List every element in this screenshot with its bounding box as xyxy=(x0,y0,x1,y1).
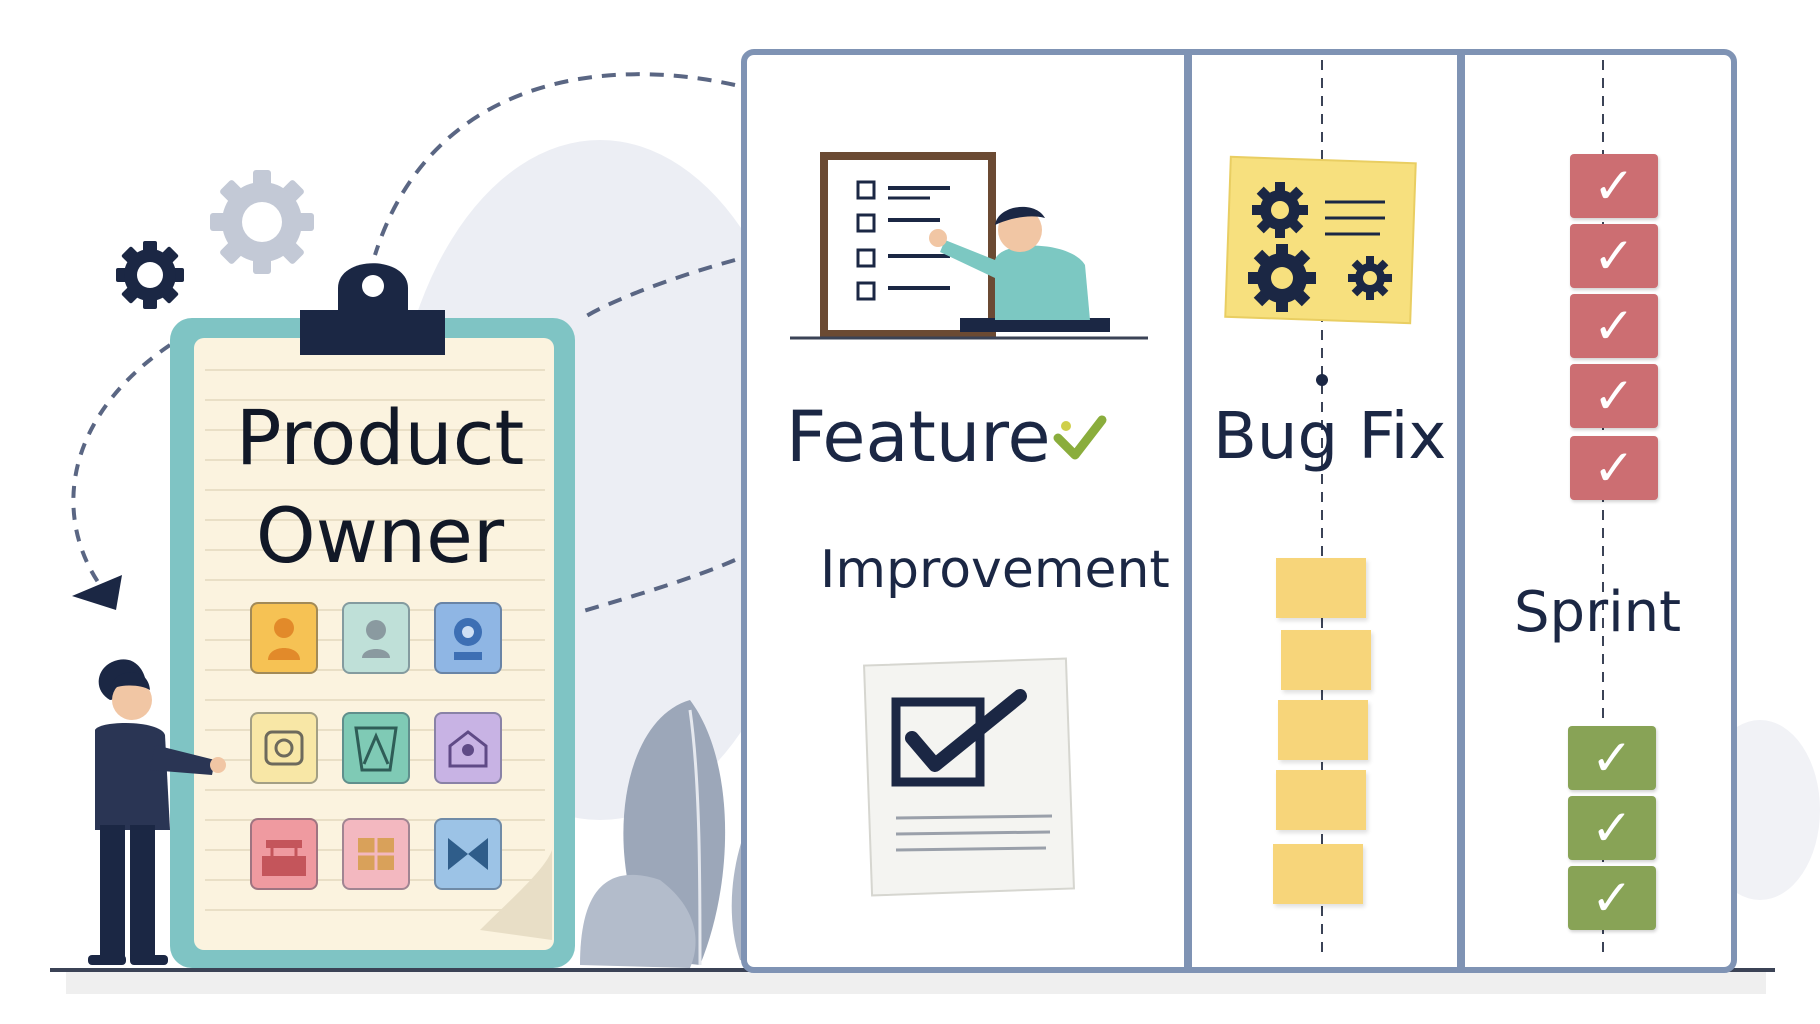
sprint-check-green: ✓ xyxy=(1568,866,1656,930)
sprint-check-red: ✓ xyxy=(1570,294,1658,358)
grid-icon xyxy=(342,818,410,890)
dashed-arrow-lower xyxy=(579,558,736,614)
feature-whiteboard-illustration xyxy=(790,152,1148,340)
improvement-document-icon xyxy=(863,657,1075,897)
sprint-label: Sprint xyxy=(1514,580,1682,645)
toolbox-icon xyxy=(250,818,318,890)
user-icon xyxy=(250,602,318,674)
team-icon xyxy=(434,712,502,784)
sticky-note xyxy=(1276,558,1366,618)
product-owner-person xyxy=(88,659,226,965)
sprint-check-green: ✓ xyxy=(1568,796,1656,860)
arrowhead-left-icon xyxy=(72,575,122,610)
improvement-label: Improvement xyxy=(820,540,1170,600)
page-curl xyxy=(480,850,552,940)
dashed-arrow-left xyxy=(71,343,172,587)
sticky-note xyxy=(1281,630,1371,690)
profile-icon xyxy=(342,602,410,674)
sprint-check-green: ✓ xyxy=(1568,726,1656,790)
sprint-check-red: ✓ xyxy=(1570,436,1658,500)
dashed-arrow-middle xyxy=(578,258,736,322)
sticky-note xyxy=(1276,770,1366,830)
clipboard-title-line2: Owner xyxy=(255,491,505,580)
ground-shadow xyxy=(66,972,1766,994)
feature-check-icon xyxy=(1053,415,1107,460)
clipboard-clip xyxy=(300,310,445,355)
bugfix-gears-note xyxy=(1224,155,1417,386)
board-divider-1 xyxy=(1184,52,1192,970)
sticky-note xyxy=(1278,700,1368,760)
board-divider-2 xyxy=(1457,52,1465,970)
clip-hole-icon xyxy=(362,275,384,297)
bowtie-icon xyxy=(434,818,502,890)
target-icon xyxy=(250,712,318,784)
bug-fix-label: Bug Fix xyxy=(1213,400,1447,474)
feature-label: Feature xyxy=(786,396,1051,478)
sprint-check-red: ✓ xyxy=(1570,224,1658,288)
sprint-check-red: ✓ xyxy=(1570,364,1658,428)
gear-icon-light xyxy=(210,170,314,274)
clipboard-title-line1: Product xyxy=(235,393,525,482)
sprint-check-red: ✓ xyxy=(1570,154,1658,218)
dashed-arrow-top xyxy=(373,72,736,256)
location-icon xyxy=(434,602,502,674)
gear-icon-dark xyxy=(116,241,184,309)
map-icon xyxy=(342,712,410,784)
sticky-note xyxy=(1273,844,1363,904)
